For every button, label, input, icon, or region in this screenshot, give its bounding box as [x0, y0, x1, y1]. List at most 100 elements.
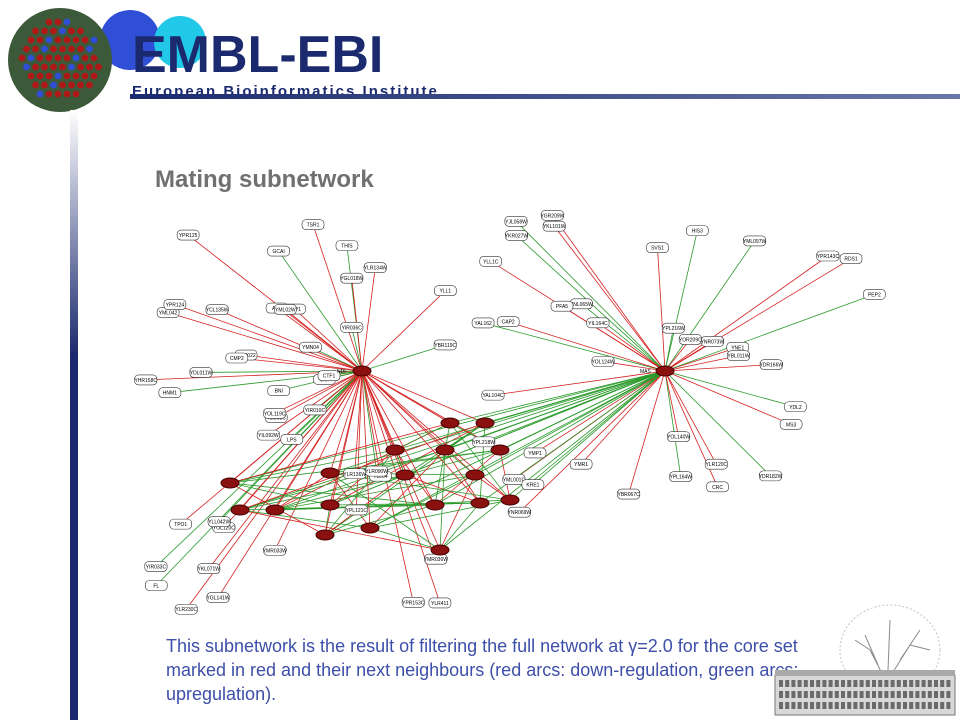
network-node [661, 322, 685, 334]
network-edge [492, 370, 666, 396]
network-node-label: SVS1 [651, 246, 664, 252]
network-edge [449, 370, 666, 424]
network-node-label: YOL120C [213, 526, 235, 532]
logo-dot [54, 72, 62, 80]
network-node-label: YML001C [503, 477, 526, 483]
network-edge [552, 215, 666, 372]
core-node [500, 494, 520, 506]
network-edge [216, 309, 363, 372]
network-node-label: YGL018W [340, 276, 363, 282]
network-edge [664, 255, 829, 372]
hub-node-label: MAS [640, 369, 652, 375]
network-edge [434, 370, 666, 506]
network-edge [236, 357, 363, 372]
network-node-label: CTF1 [323, 374, 336, 380]
network-node-label: YNR073W [701, 339, 725, 345]
logo-dot [50, 45, 57, 53]
logo-dot [63, 54, 71, 62]
slide-caption: This subnetwork is the result of filteri… [166, 634, 846, 706]
network-node [301, 219, 325, 230]
logo-dot [41, 45, 48, 53]
logo-dot [68, 27, 75, 35]
logo-dot [59, 27, 66, 35]
network-node-label: YLR411 [431, 601, 449, 607]
network-node-label: YKR027W [505, 234, 529, 240]
network-edge [361, 370, 511, 501]
logo-circle-cyan [154, 16, 206, 68]
network-node-label: YLR120C [705, 462, 727, 468]
network-edge [532, 370, 666, 485]
network-node-label: YOL140W [667, 435, 690, 441]
network-edge [324, 449, 396, 536]
network-edge [268, 370, 363, 436]
logo-dot [63, 18, 71, 26]
core-node [475, 417, 495, 429]
core-node [220, 477, 240, 489]
logo-dot [77, 81, 84, 89]
network-node [507, 506, 531, 518]
network-node-label: YOL119C [264, 411, 286, 417]
logo-dot [68, 81, 75, 89]
network-node [267, 245, 290, 257]
network-node [502, 474, 526, 485]
network-node [472, 436, 496, 448]
network-edge [276, 307, 363, 372]
core-node [470, 497, 490, 509]
network-edge [361, 267, 376, 372]
logo-dot [27, 54, 35, 62]
network-node-label: YML02W [275, 307, 296, 313]
network-node [303, 404, 327, 416]
network-node-label: YPL164W [669, 475, 692, 481]
network-node-label: YLR136W [343, 472, 366, 478]
network-node [779, 419, 803, 430]
network-edge [664, 370, 771, 477]
network-node-label: YMN04 [302, 345, 319, 351]
network-edge [276, 370, 363, 418]
network-edge [361, 370, 371, 529]
network-node [743, 235, 767, 247]
core-node [440, 417, 460, 429]
network-edge [274, 370, 666, 511]
network-node [706, 481, 729, 493]
network-node [433, 339, 457, 351]
network-node-label: YMR033W [263, 548, 287, 554]
network-edge [274, 370, 363, 551]
gamma-symbol: γ [628, 636, 638, 656]
network-node [523, 447, 547, 459]
network-node-label: GCAI [273, 249, 285, 255]
network-node [686, 225, 709, 236]
network-node [542, 220, 566, 232]
network-edge [444, 449, 481, 504]
network-edge [239, 422, 486, 511]
network-node [340, 322, 364, 333]
logo-dot [90, 54, 98, 62]
logo-dot [36, 72, 44, 80]
network-edge [369, 474, 476, 529]
network-node-label: FL [153, 583, 159, 589]
network-node [169, 518, 192, 530]
network-edge [628, 370, 666, 495]
network-edge [361, 370, 481, 504]
network-node-label: YIL092W [258, 433, 279, 439]
network-node [363, 262, 387, 274]
network-node-label: YPL216W [662, 326, 685, 332]
network-edge [274, 472, 331, 511]
network-edge [519, 370, 666, 513]
network-edge [664, 370, 680, 437]
network-node [225, 352, 249, 364]
network-edge [229, 449, 501, 484]
network-edge [361, 344, 446, 372]
network-node [197, 563, 221, 574]
hub-node [655, 365, 675, 377]
network-edge [509, 370, 666, 501]
network-node [759, 470, 783, 482]
network-edge [274, 474, 476, 511]
network-edge [239, 370, 666, 511]
network-edge [361, 370, 441, 604]
logo-dot [50, 27, 57, 35]
core-node [425, 499, 445, 511]
logo-dot [59, 81, 66, 89]
hub-node-label: NDL [337, 369, 347, 375]
network-node [317, 370, 341, 381]
network-edge [361, 370, 476, 476]
